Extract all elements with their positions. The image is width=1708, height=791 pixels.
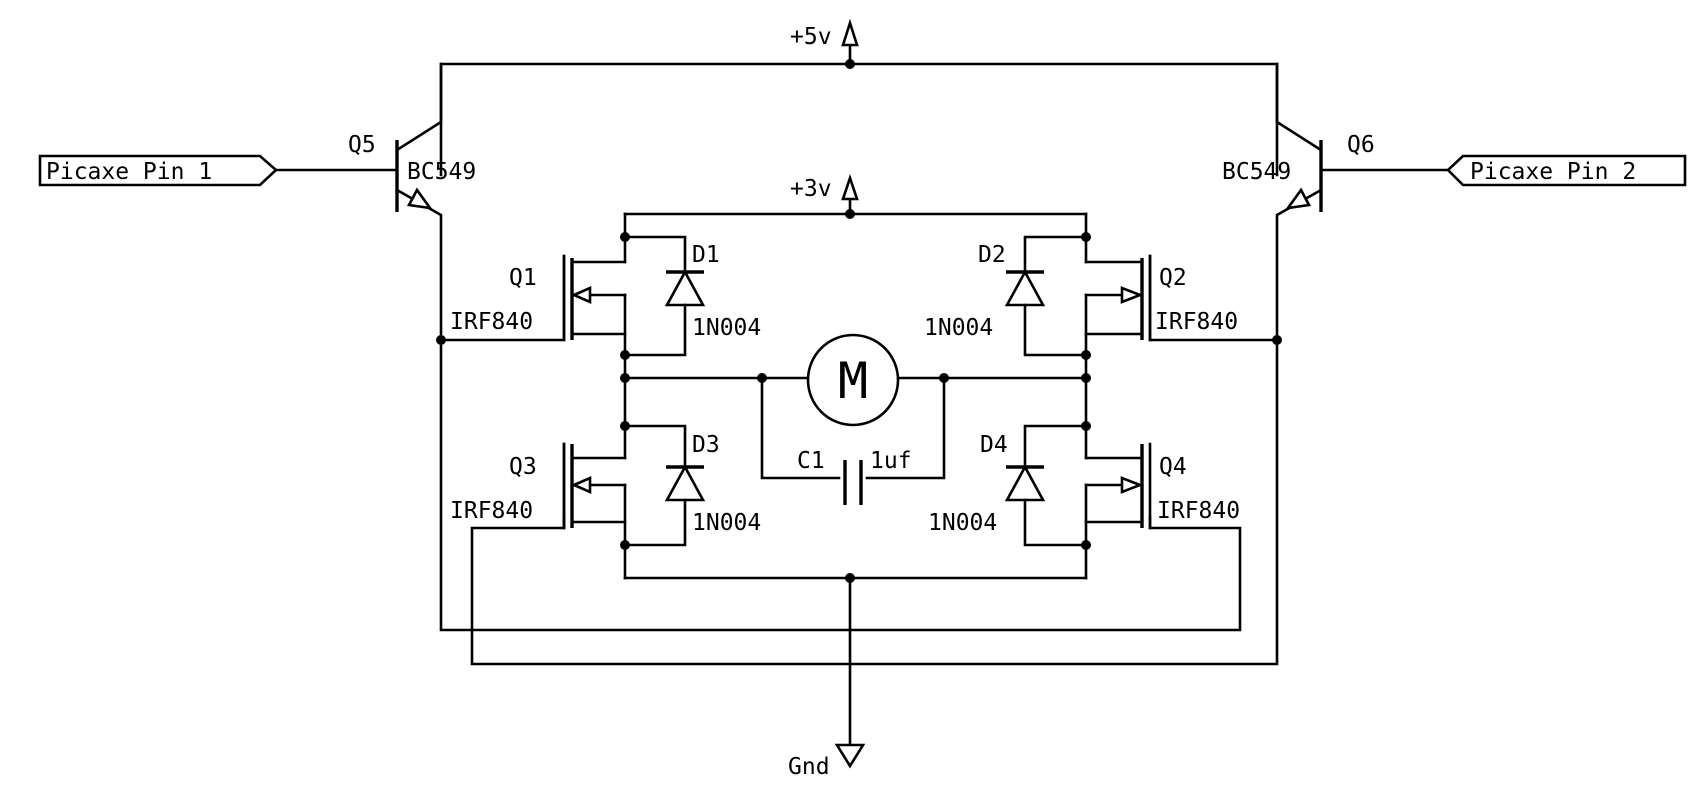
d3-part-label: 1N004 — [692, 510, 761, 536]
port-2-flag-icon — [1446, 154, 1687, 187]
junction-dot — [757, 373, 767, 383]
rail-3v: +3v — [623, 173, 1088, 216]
d2-triangle-icon — [1004, 269, 1046, 307]
junction-dot — [1081, 232, 1091, 242]
junction-dot — [1272, 335, 1282, 345]
capacitor-c1: C1 1uf — [760, 376, 946, 505]
motor-label: M — [838, 352, 868, 410]
q6-emitter-arrow-icon — [1285, 187, 1312, 210]
q3-ref-label: Q3 — [509, 454, 537, 480]
port-picaxe-pin-1: Picaxe Pin 1 — [38, 154, 397, 187]
q6-part-label: BC549 — [1222, 159, 1291, 185]
junction-dot — [845, 209, 855, 219]
q2-ref-label: Q2 — [1159, 265, 1187, 291]
junction-dot — [845, 59, 855, 69]
d2-part-label: 1N004 — [924, 315, 993, 341]
mosfet-q4: Q4 IRF840 — [1084, 376, 1240, 547]
supply-3v-label: +3v — [790, 176, 832, 202]
diode-d2: D2 1N004 — [924, 235, 1088, 357]
supply-3v-arrow-icon — [841, 173, 859, 201]
supply-5v-arrow-icon — [841, 18, 859, 47]
d2-ref-label: D2 — [978, 242, 1006, 268]
d3-ref-label: D3 — [692, 432, 720, 458]
d4-triangle-icon — [1004, 464, 1046, 502]
d1-ref-label: D1 — [692, 242, 720, 268]
q6-ref-label: Q6 — [1347, 132, 1375, 158]
diode-d1: D1 1N004 — [623, 235, 761, 357]
diode-d4: D4 1N004 — [928, 424, 1088, 547]
q5-ref-label: Q5 — [348, 132, 376, 158]
mosfet-q2: Q2 IRF840 — [1084, 212, 1238, 357]
junction-dot — [436, 335, 446, 345]
junction-dot — [1081, 421, 1091, 431]
q1-part-label: IRF840 — [450, 309, 533, 335]
d1-part-label: 1N004 — [692, 315, 761, 341]
d3-triangle-icon — [664, 464, 706, 502]
q4-body-arrow-icon — [1120, 476, 1144, 494]
d4-ref-label: D4 — [980, 432, 1008, 458]
junction-dots — [436, 59, 1282, 583]
c1-ref-label: C1 — [797, 448, 825, 474]
diode-d3: D3 1N004 — [623, 424, 761, 547]
junction-dot — [620, 373, 630, 383]
q4-ref-label: Q4 — [1159, 454, 1187, 480]
junction-dot — [620, 421, 630, 431]
q1-body-arrow-icon — [570, 286, 592, 304]
rail-5v: +5v — [439, 18, 1279, 177]
port-picaxe-pin-2: Picaxe Pin 2 — [1321, 154, 1687, 187]
q3-part-label: IRF840 — [450, 498, 533, 524]
junction-dot — [620, 232, 630, 242]
q1-ref-label: Q1 — [509, 265, 537, 291]
motor-symbol-icon — [806, 333, 900, 427]
q5-part-label: BC549 — [407, 159, 476, 185]
port-2-label: Picaxe Pin 2 — [1470, 159, 1636, 185]
q4-part-label: IRF840 — [1157, 498, 1240, 524]
q2-part-label: IRF840 — [1155, 309, 1238, 335]
junction-dot — [1081, 373, 1091, 383]
junction-dot — [620, 350, 630, 360]
supply-5v-label: +5v — [790, 24, 832, 50]
junction-dot — [845, 573, 855, 583]
transistor-q5: Q5 BC549 — [348, 62, 476, 342]
q5-emitter-arrow-icon — [406, 187, 433, 210]
gate-drive-wiring — [439, 254, 1279, 666]
d1-triangle-icon — [664, 269, 706, 307]
junction-dot — [620, 540, 630, 550]
mosfet-q1: Q1 IRF840 — [450, 212, 627, 357]
ground-arrow-icon — [834, 743, 866, 769]
c1-value-label: 1uf — [870, 448, 912, 474]
mosfet-q3: Q3 IRF840 — [450, 376, 627, 547]
d4-part-label: 1N004 — [928, 510, 997, 536]
motor-bridge-node: M — [623, 333, 1088, 427]
ground: Gnd — [623, 543, 1088, 780]
port-1-flag-icon — [38, 154, 278, 187]
transistor-q6: Q6 BC549 — [1222, 62, 1375, 342]
ground-label: Gnd — [788, 754, 830, 780]
junction-dot — [939, 373, 949, 383]
q2-body-arrow-icon — [1120, 286, 1144, 304]
port-1-label: Picaxe Pin 1 — [46, 159, 212, 185]
junction-dot — [1081, 350, 1091, 360]
junction-dot — [1081, 540, 1091, 550]
q3-body-arrow-icon — [570, 476, 592, 494]
